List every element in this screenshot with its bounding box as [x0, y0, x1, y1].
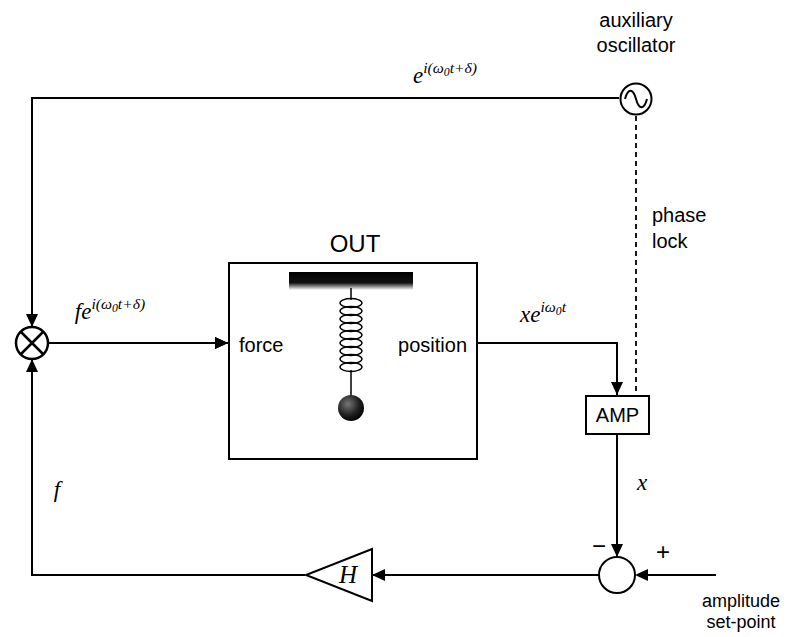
triangle-outline	[305, 548, 372, 602]
sine-wave	[625, 91, 647, 108]
text-base: xe	[520, 302, 540, 327]
node-text: AMP	[596, 404, 639, 427]
glyph-run: t+δ)	[450, 59, 477, 76]
ceiling-bar	[289, 272, 413, 290]
mass-ball	[338, 395, 364, 421]
text-superscript: i(ω0t+δ)	[423, 59, 477, 76]
arrowhead	[26, 359, 38, 372]
glyph-run: i(ω	[423, 59, 444, 76]
spring-wire	[350, 370, 352, 396]
arrowhead	[26, 314, 38, 327]
node-text: H	[339, 561, 357, 589]
multiplier-cross	[21, 332, 43, 354]
edge-label: f	[54, 477, 60, 503]
summing-junction	[599, 557, 635, 593]
phase-lock-line	[635, 116, 637, 395]
text-superscript: iω0t	[540, 298, 566, 315]
edge-label: x	[637, 470, 647, 496]
sign-label: −	[592, 532, 606, 560]
node-text: auxiliary oscillator	[576, 8, 696, 58]
edge-label: phase lock	[652, 202, 722, 254]
node-text: OUT	[330, 230, 381, 258]
glyph-run: t	[562, 298, 566, 315]
node-text: force	[239, 334, 283, 357]
multiplier-cross	[21, 332, 43, 354]
setpoint-wire	[646, 574, 716, 576]
arrowhead	[611, 544, 623, 557]
arrowhead	[635, 569, 648, 581]
text-subscript: 0	[556, 305, 562, 318]
object-box: OUTforceposition	[228, 262, 478, 460]
amplifier-box: AMP	[585, 395, 650, 435]
text-subscript: 0	[444, 66, 450, 79]
signal-wire	[372, 435, 617, 575]
gain-triangle: H	[305, 548, 372, 602]
signal-wire	[478, 343, 617, 395]
triangle-path	[306, 549, 372, 601]
text-base: e	[413, 63, 423, 88]
node-text: position	[398, 334, 467, 357]
text-superscript: i(ω0t+δ)	[91, 295, 145, 312]
multiplier-junction	[16, 327, 48, 359]
signal-label: fei(ω0t+δ)	[75, 295, 145, 325]
glyph-run: t+δ)	[118, 295, 145, 312]
glyph-run: iω	[540, 298, 555, 315]
signal-wire	[32, 98, 619, 343]
edge-label: xeiω0t	[520, 298, 566, 328]
edge-label: ei(ω0t+δ)	[413, 59, 477, 89]
oscillator-circle	[621, 84, 652, 115]
setpoint-label: amplitude set-point	[691, 591, 791, 633]
spring-coil	[340, 299, 362, 372]
glyph-run: i(ω	[91, 295, 112, 312]
sign-label: +	[656, 538, 670, 566]
oscillator-symbol	[619, 82, 653, 116]
oscillator-node: auxiliary oscillator	[576, 8, 696, 118]
text-subscript: 0	[112, 302, 118, 315]
text-base: fe	[75, 299, 92, 324]
